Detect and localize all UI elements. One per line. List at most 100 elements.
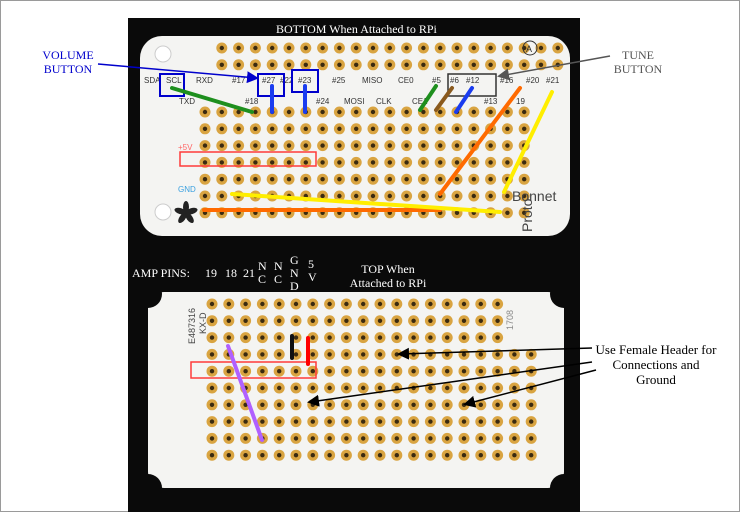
amp-pin-gnd: GND: [290, 253, 299, 293]
pad-hole: [411, 436, 416, 441]
orange-wire: [438, 86, 522, 196]
pad-hole: [293, 436, 299, 441]
pad-hole: [337, 160, 342, 165]
pad-hole: [226, 318, 231, 323]
pad-hole: [226, 335, 231, 340]
volume-button-label: VOLUME BUTTON: [42, 48, 94, 76]
pad-hole: [461, 385, 467, 391]
pad-hole: [377, 352, 383, 357]
pad-hole: [277, 301, 282, 307]
pad-hole: [337, 45, 342, 51]
pad-hole: [471, 109, 476, 115]
pad-hole: [327, 318, 332, 323]
pad-hole: [461, 436, 467, 441]
pad-hole: [361, 318, 366, 323]
pad-hole: [488, 177, 493, 182]
pad-hole: [293, 402, 299, 407]
brand-proto: Proto: [519, 198, 535, 232]
pad-hole: [209, 385, 215, 391]
pad-hole: [327, 301, 332, 307]
pad-hole: [529, 352, 534, 357]
pad-hole: [310, 436, 315, 441]
pad-hole: [404, 62, 409, 67]
pad-hole: [428, 453, 433, 458]
pad-hole: [461, 335, 467, 340]
pad-hole: [394, 436, 399, 441]
pad-hole: [209, 402, 215, 407]
pad-hole: [478, 301, 483, 307]
pad-hole: [270, 160, 275, 165]
pad-hole: [495, 419, 500, 424]
green-wire: [418, 84, 438, 112]
pad-hole: [219, 193, 224, 199]
adafruit-flower-logo: [174, 201, 198, 224]
silk-gnd-rail: GND: [178, 185, 196, 194]
amp-pin-nc: NC: [258, 259, 267, 286]
pad-hole: [270, 126, 275, 131]
silk-e487316: E487316: [187, 308, 197, 344]
silk-rxd: RXD: [196, 76, 213, 85]
pad-hole: [438, 160, 443, 165]
pad-hole: [253, 143, 258, 148]
pad-hole: [428, 335, 433, 340]
pad-hole: [404, 126, 409, 131]
pad-hole: [471, 126, 476, 131]
pad-hole: [226, 369, 231, 374]
pad-hole: [260, 402, 265, 407]
pad-hole: [411, 318, 416, 323]
header-arrow: [397, 347, 593, 360]
pad-hole: [243, 369, 248, 374]
pad-hole: [277, 419, 282, 424]
silk-kxd: KX-D: [198, 312, 208, 334]
pad-hole: [421, 126, 426, 131]
pad-hole: [320, 126, 325, 131]
pad-hole: [471, 193, 476, 199]
pad-hole: [445, 318, 450, 323]
pad-hole: [428, 301, 433, 307]
pad-hole: [286, 177, 292, 182]
pad-hole: [253, 62, 258, 67]
pad-hole: [488, 109, 493, 115]
pad-hole: [387, 143, 392, 148]
silk-23: #23: [298, 76, 312, 85]
pad-hole: [270, 143, 275, 148]
pad-hole: [219, 62, 224, 67]
pad-hole: [370, 45, 376, 51]
pad-hole: [387, 177, 392, 182]
pad-hole: [454, 177, 460, 182]
pad-hole: [505, 62, 510, 67]
pad-hole: [344, 402, 349, 407]
pad-hole: [488, 193, 493, 199]
pad-hole: [495, 402, 500, 407]
pad-hole: [512, 352, 517, 357]
pad-hole: [471, 45, 476, 51]
pad-hole: [270, 45, 275, 51]
pad-hole: [377, 419, 383, 424]
pad-hole: [320, 177, 325, 182]
pad-hole: [404, 45, 409, 51]
pad-hole: [394, 402, 399, 407]
pad-hole: [209, 335, 215, 340]
pad-hole: [522, 126, 527, 131]
pad-hole: [236, 160, 241, 165]
pad-hole: [428, 369, 433, 374]
pad-hole: [370, 193, 376, 199]
pad-hole: [512, 385, 517, 391]
pad-hole: [310, 419, 315, 424]
pad-hole: [243, 301, 248, 307]
pad-hole: [202, 193, 208, 199]
pad-hole: [478, 419, 483, 424]
pad-hole: [505, 126, 510, 131]
pad-hole: [202, 126, 208, 131]
pad-hole: [461, 369, 467, 374]
pad-hole: [404, 143, 409, 148]
pad-hole: [471, 62, 476, 67]
pad-hole: [495, 335, 500, 340]
pad-hole: [488, 45, 493, 51]
pad-hole: [461, 301, 467, 307]
pad-hole: [320, 193, 325, 199]
pad-hole: [354, 193, 359, 199]
pad-hole: [320, 109, 325, 115]
pad-hole: [454, 160, 460, 165]
tune-arrow: [497, 55, 611, 81]
